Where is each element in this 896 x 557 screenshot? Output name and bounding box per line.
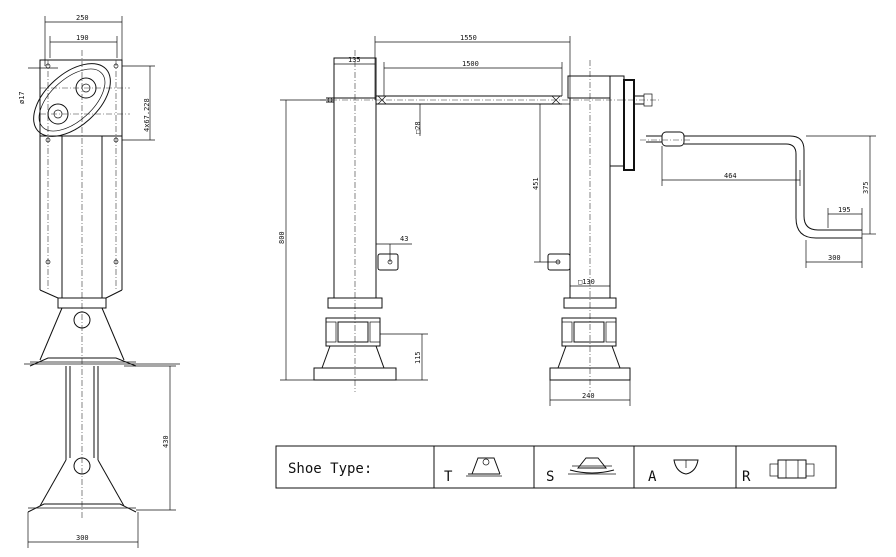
side-view: 250 190 ø17 4x67.228 <box>18 14 180 548</box>
dim-travel: 451 <box>532 177 540 190</box>
shoe-s-icon <box>568 457 616 475</box>
shoe-type-code-t: T <box>444 469 453 485</box>
front-view: 1550 1500 135 □28 800 43 <box>278 34 876 406</box>
dim-top-span: 1550 <box>460 34 477 42</box>
dim-crank-reach: 300 <box>828 254 841 262</box>
dim-shaft-square: □28 <box>414 121 422 134</box>
shoe-table-title: Shoe Type: <box>288 461 372 477</box>
shoe-type-code-s: S <box>546 469 554 485</box>
shoe-a-icon <box>673 459 699 475</box>
dim-grip-length: 195 <box>838 206 851 214</box>
dim-column-square: □130 <box>578 278 595 286</box>
dim-left-inner-width: 190 <box>76 34 89 42</box>
dim-crank-height: 375 <box>862 181 870 194</box>
dim-bolt-pattern: 4x67.228 <box>143 98 151 132</box>
shoe-t-icon <box>466 457 502 477</box>
dim-overall-height: 800 <box>278 231 286 244</box>
dim-base-height: 115 <box>414 351 422 364</box>
dim-crank-length: 464 <box>724 172 737 180</box>
dim-left-height: 430 <box>162 435 170 448</box>
dim-pin-width: 43 <box>400 235 408 243</box>
dim-base-width: 240 <box>582 392 595 400</box>
dim-left-top-width: 250 <box>76 14 89 22</box>
shoe-type-code-r: R <box>742 469 751 485</box>
dim-left-base-width: 300 <box>76 534 89 542</box>
dim-left-offset: 135 <box>348 56 361 64</box>
dim-inner-span: 1500 <box>462 60 479 68</box>
shoe-r-icon <box>769 459 815 479</box>
dim-hole-diameter: ø17 <box>18 91 26 104</box>
shoe-type-code-a: A <box>648 469 657 485</box>
shoe-type-table: Shoe Type: T S A R <box>275 445 837 489</box>
